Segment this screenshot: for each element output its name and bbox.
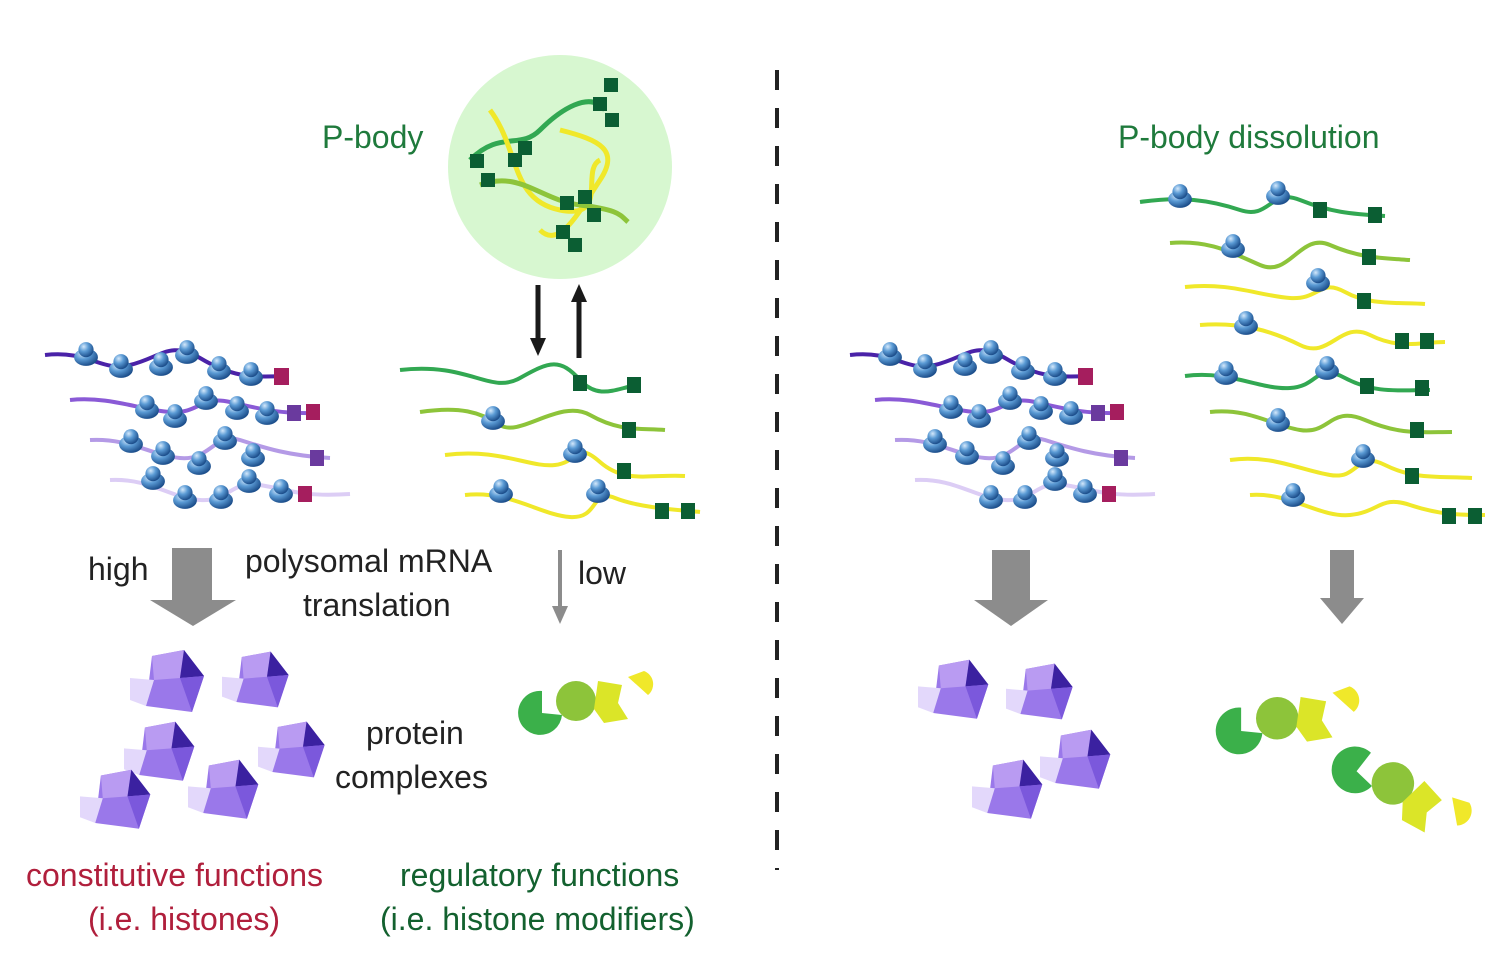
- translation-label-line2: translation: [303, 587, 451, 623]
- left-mrna-green-yellow: [399, 362, 701, 520]
- right-translation-arrows: [974, 550, 1364, 626]
- protein-complexes-line2: complexes: [335, 759, 488, 795]
- constitutive-functions-line1: constitutive functions: [26, 857, 324, 893]
- left-translation-arrows: [150, 548, 568, 626]
- low-label: low: [578, 555, 627, 591]
- right-polysome-purple: [849, 340, 1156, 509]
- left-histone-complexes: [80, 650, 325, 829]
- left-modifier-complex: [518, 671, 654, 735]
- right-mrna-green-yellow: [1139, 181, 1486, 524]
- left-polysome-purple: [44, 340, 351, 509]
- exchange-arrows: [530, 284, 587, 358]
- p-body-droplet: [448, 55, 672, 279]
- right-modifier-complexes: [1215, 686, 1478, 863]
- translation-label-line1: polysomal mRNA: [245, 543, 493, 579]
- right-histone-complexes: [918, 659, 1111, 819]
- protein-complexes-line1: protein: [366, 715, 464, 751]
- p-body-label: P-body: [322, 119, 424, 155]
- high-label: high: [88, 551, 149, 587]
- p-body-dissolution-label: P-body dissolution: [1118, 119, 1380, 155]
- regulatory-functions-line2: (i.e. histone modifiers): [380, 901, 695, 937]
- regulatory-functions-line1: regulatory functions: [400, 857, 680, 893]
- constitutive-functions-line2: (i.e. histones): [88, 901, 281, 937]
